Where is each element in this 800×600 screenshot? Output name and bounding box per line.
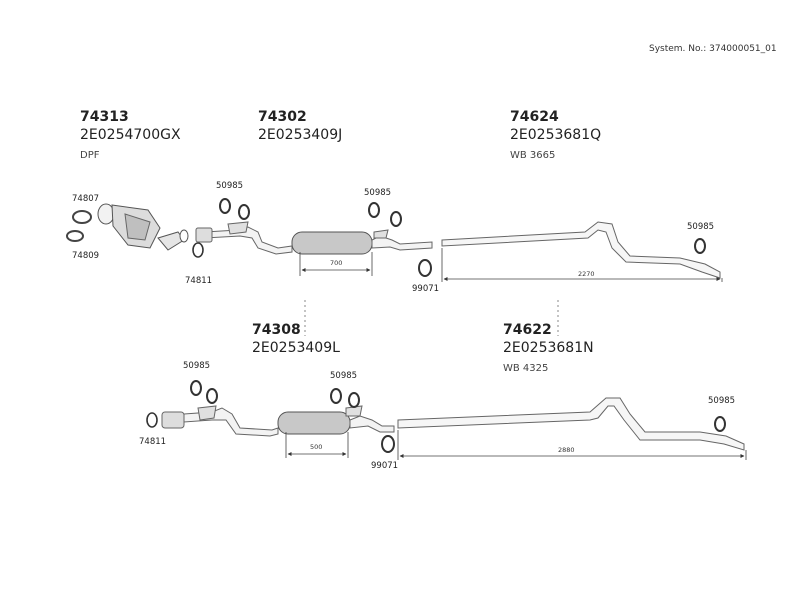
oem-number-74302: 2E0253409J [258,127,343,143]
clamp-label-99071-top: 99071 [412,284,440,294]
clamp-50985-bottom-right [714,416,726,432]
clamp-99071-top [418,259,432,277]
oem-number-74624: 2E0253681Q [510,127,602,143]
clamp-99071-bottom [381,435,395,453]
clamp-label-50985-e: 50985 [330,371,358,381]
clamp-50985-top-right [694,238,706,254]
note-74624: WB 3665 [510,150,556,161]
clamp-label-99071-bottom: 99071 [371,461,399,471]
pipe-74622 [397,397,745,451]
clamp-label-74811-top: 74811 [185,276,213,286]
clamp-label-50985-d: 50985 [183,361,211,371]
note-74313: DPF [80,150,100,161]
clamp-label-74807: 74807 [72,194,100,204]
dimension-label-2880: 2880 [558,446,575,454]
oem-number-74308: 2E0253409L [252,340,340,356]
clamp-label-50985-c: 50985 [687,222,715,232]
part-number-74308: 74308 [252,322,301,338]
clamp-label-50985-a: 50985 [216,181,244,191]
dimension-label-700: 700 [330,259,343,267]
clamp-label-74811-bottom: 74811 [139,437,167,447]
note-74622: WB 4325 [503,363,549,374]
clamp-label-50985-b: 50985 [364,188,392,198]
dimension-lines-bottom [285,430,747,460]
clamp-label-50985-f: 50985 [708,396,736,406]
dimension-label-500: 500 [310,443,323,451]
dpf-assembly [66,203,189,251]
clamp-74811-bottom [146,412,158,428]
dimension-lines-top [299,248,723,282]
pipe-74302 [195,221,433,255]
system-number: System. No.: 374000051_01 [649,44,777,54]
clamp-label-74809: 74809 [72,251,100,261]
oem-number-74622: 2E0253681N [503,340,594,356]
pipe-74308 [161,405,395,437]
dimension-label-2270: 2270 [578,270,595,278]
clamp-74811-top [192,242,204,258]
oem-number-74313: 2E0254700GX [80,127,181,143]
clamp-74807 [72,210,92,224]
part-number-74302: 74302 [258,109,307,125]
part-number-74622: 74622 [503,322,552,338]
clamps-50985-top-left [219,198,402,227]
clamps-50985-bottom-left [190,380,360,408]
part-number-74624: 74624 [510,109,559,125]
clamp-74809 [66,230,84,242]
part-number-74313: 74313 [80,109,129,125]
